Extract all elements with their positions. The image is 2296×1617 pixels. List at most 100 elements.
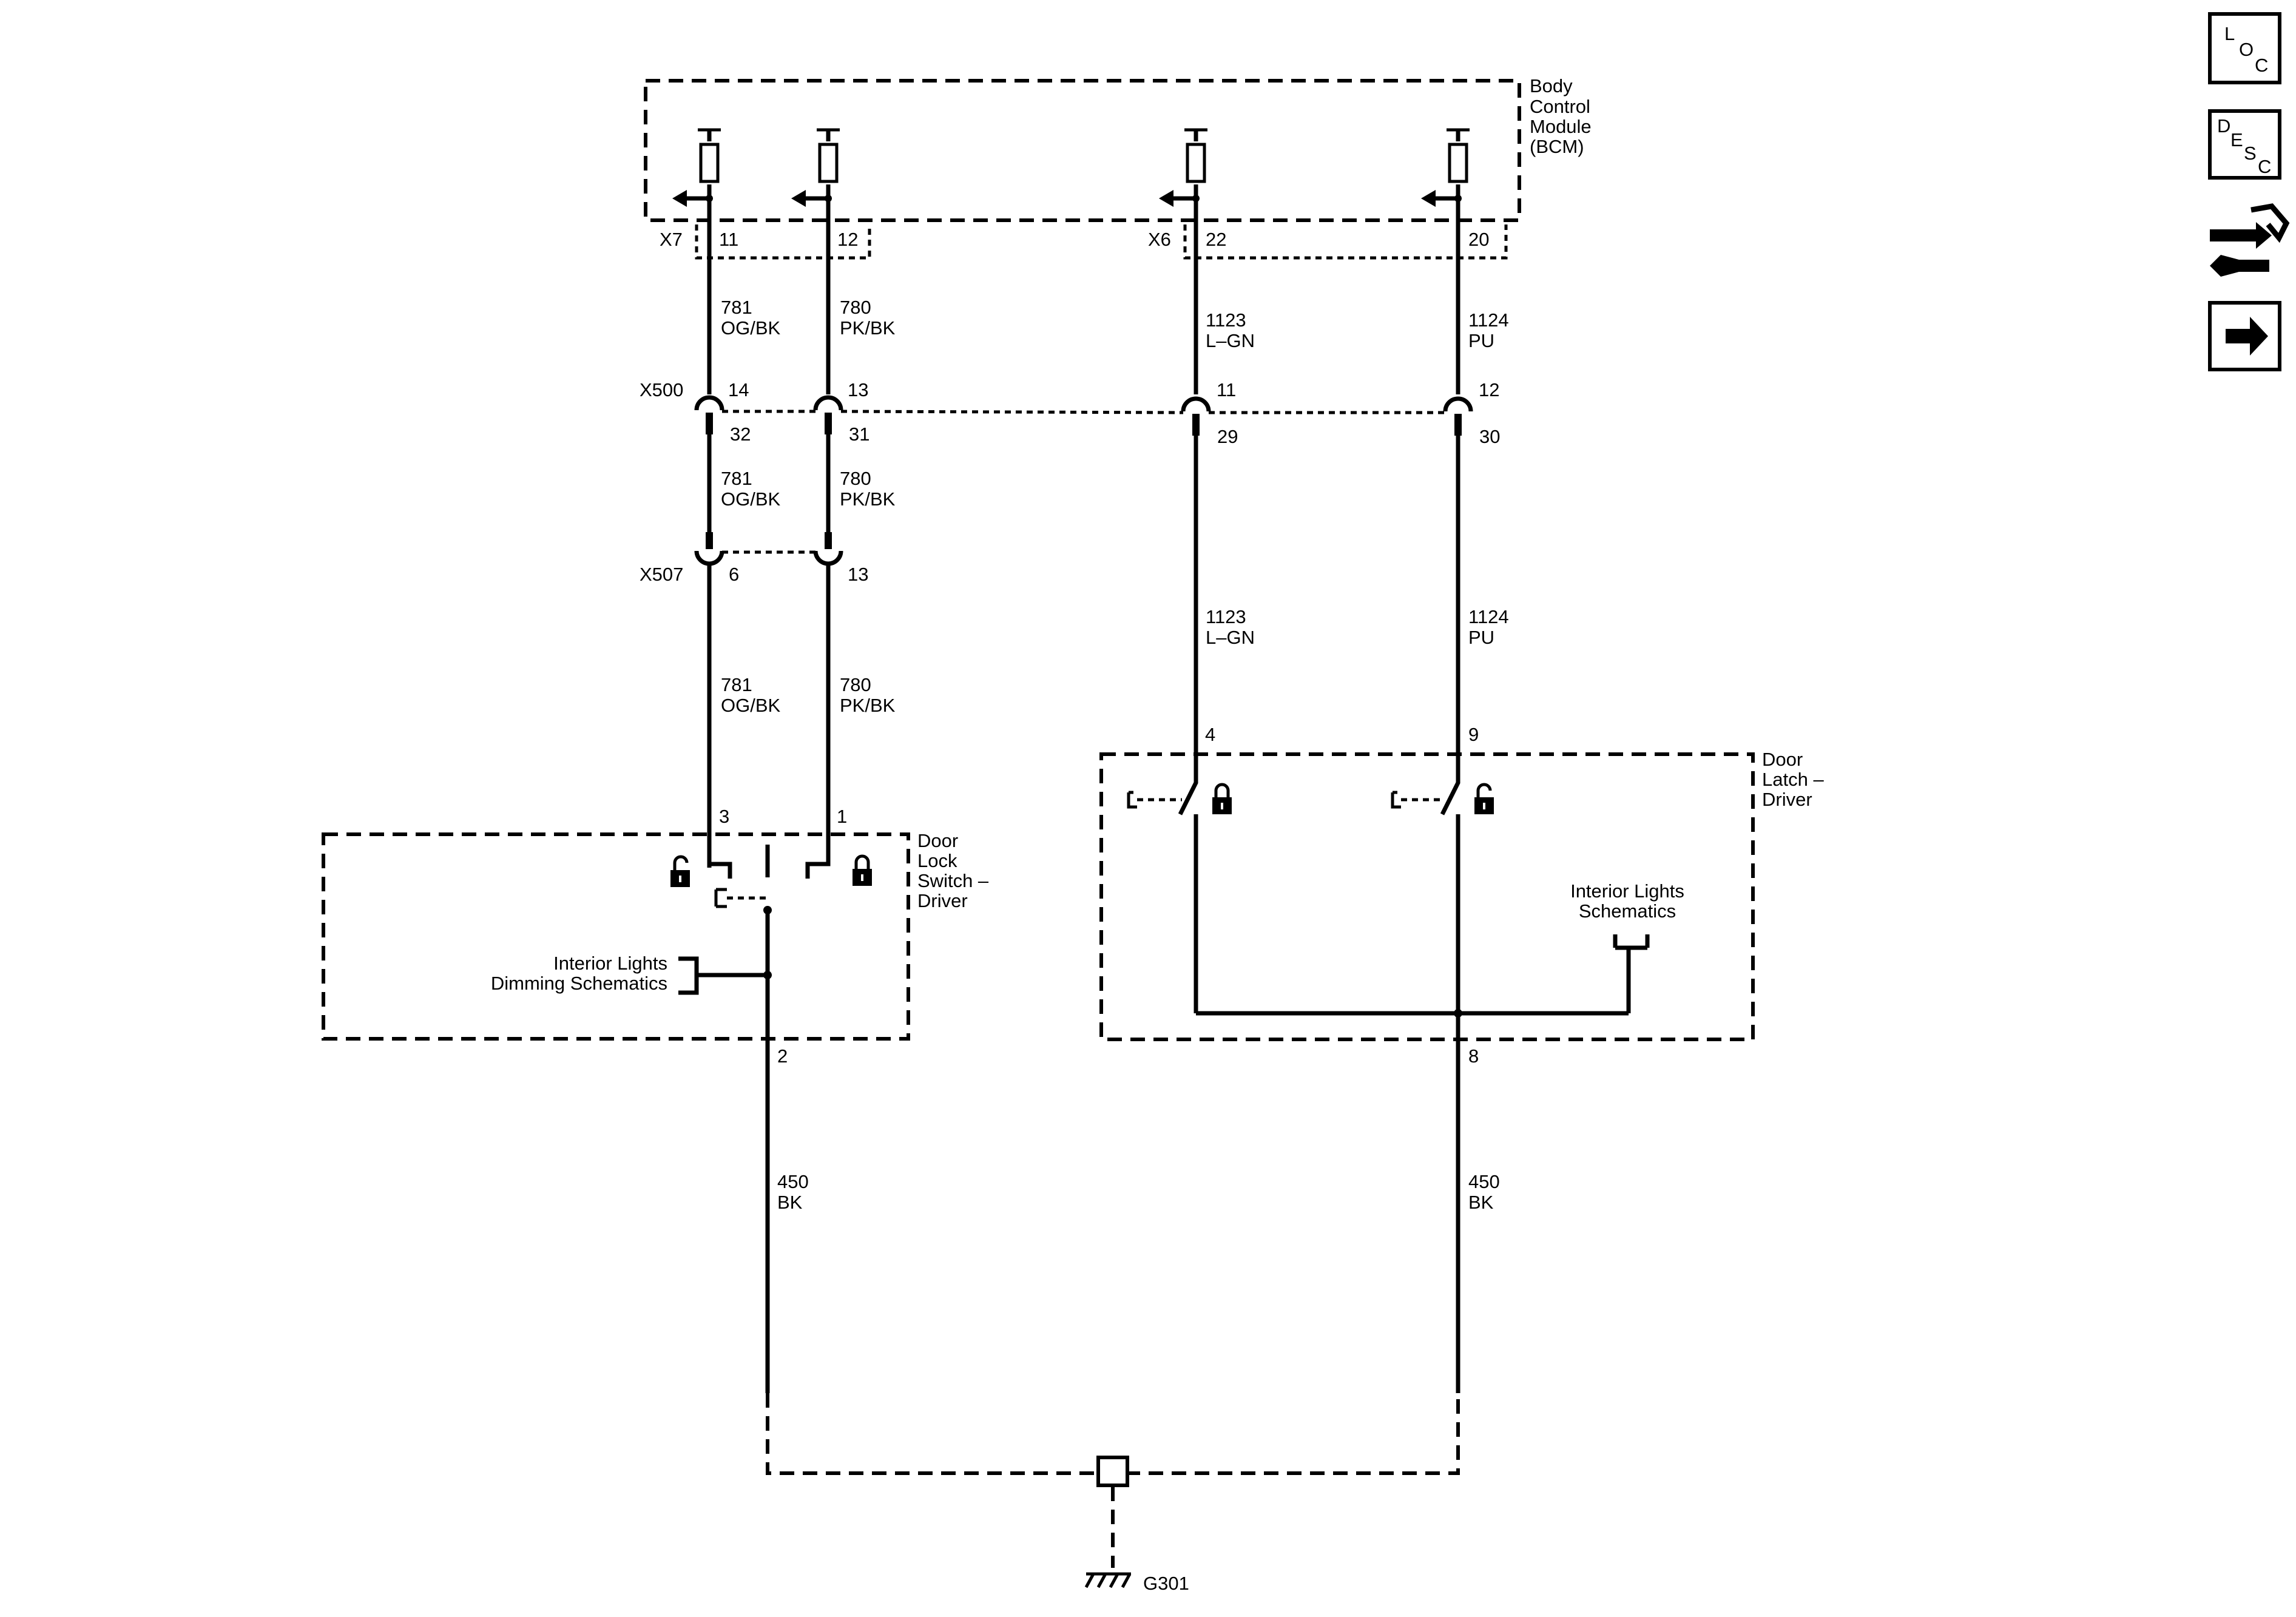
x507-female-780 (813, 550, 843, 566)
wire-1124-color-a: PU (1468, 330, 1494, 351)
wire-1123-color-b: L–GN (1206, 627, 1255, 648)
pin-x507-13: 13 (848, 564, 868, 585)
bcm-label-3: Module (1530, 116, 1592, 137)
door-lock-switch-module: Door Lock Switch – Driver 3 1 Interior L… (322, 806, 989, 1067)
wire-781-color-b: OG/BK (721, 488, 781, 510)
pin-x500-12: 12 (1479, 379, 1499, 400)
wire-450-circuit-right: 450 (1468, 1171, 1500, 1192)
wire-780-color-b: PK/BK (840, 488, 896, 510)
pin-sw-3: 3 (719, 806, 729, 827)
pin-x500-13: 13 (848, 379, 868, 400)
locked-padlock-icon (853, 854, 872, 886)
ground-g301: G301 (766, 1393, 1460, 1594)
connector-x507-label: X507 (640, 564, 683, 585)
pin-x500-30: 30 (1479, 426, 1500, 447)
wire-1124-color-b: PU (1468, 627, 1494, 648)
loc-letter-o: O (2239, 39, 2254, 60)
desc-letter-s: S (2244, 143, 2257, 164)
dimming-ref-line2: Dimming Schematics (491, 973, 667, 994)
desc-letter-c: C (2258, 156, 2271, 177)
x500-female-1123 (1181, 396, 1211, 412)
door-latch-label-1: Door (1762, 749, 1803, 770)
wire-1123-circuit-b: 1123 (1206, 606, 1246, 627)
pin-sw-2: 2 (777, 1045, 788, 1067)
wire-450-color-right: BK (1468, 1192, 1494, 1213)
pin-x500-14: 14 (728, 379, 749, 400)
connector-x6: X6 22 20 (1148, 224, 1508, 260)
pin-x500-29: 29 (1217, 426, 1238, 447)
wire-781-color-a: OG/BK (721, 317, 781, 339)
door-lock-switch-label-2: Lock (917, 850, 957, 871)
dimming-ref-line1: Interior Lights (553, 953, 667, 974)
loc-letter-l: L (2224, 23, 2235, 44)
bcm-module: Body Control Module (BCM) (644, 75, 1592, 222)
ground-symbol-icon (1084, 1572, 1132, 1588)
wire-780-circuit-c: 780 (840, 674, 871, 695)
bcm-label-2: Control (1530, 96, 1590, 117)
wire-1124-circuit-a: 1124 (1468, 309, 1509, 331)
x500-female-780 (813, 395, 843, 411)
interior-ref-line1: Interior Lights (1570, 880, 1684, 902)
door-lock-switch-outline (322, 832, 910, 1041)
pin-latch-4: 4 (1205, 724, 1215, 745)
connector-x6-label: X6 (1148, 229, 1171, 250)
pin-x7-11: 11 (719, 229, 738, 250)
bcm-input-1124 (1421, 128, 1470, 207)
connector-x507: X507 6 13 (640, 532, 868, 585)
pin-x507-6: 6 (729, 564, 739, 585)
latch-unlocked-padlock-icon (1474, 783, 1494, 814)
connector-x500-label: X500 (640, 379, 683, 400)
wire-780-circuit-a: 780 (840, 297, 871, 318)
desc-button[interactable]: D E S C (2208, 109, 2281, 180)
bcm-outline (644, 79, 1521, 222)
wire-781-circuit-a: 781 (721, 297, 752, 318)
bcm-label-4: (BCM) (1530, 136, 1584, 157)
door-latch-outline (1099, 752, 1755, 1041)
ground-splice (1096, 1456, 1129, 1487)
desc-letter-e: E (2230, 129, 2243, 150)
wire-450-circuit-left: 450 (777, 1171, 809, 1192)
bcm-input-1123 (1159, 128, 1207, 207)
door-lock-switch-label-3: Switch – (917, 870, 989, 891)
interior-ref-line2: Schematics (1579, 900, 1676, 922)
wire-1123-color-a: L–GN (1206, 330, 1255, 351)
bcm-input-780 (791, 128, 840, 207)
connector-x7-label: X7 (660, 229, 683, 250)
pin-latch-8: 8 (1468, 1045, 1479, 1067)
pin-sw-1: 1 (837, 806, 847, 827)
wire-781-color-c: OG/BK (721, 695, 781, 716)
x500-female-781 (694, 395, 724, 411)
door-latch-label-3: Driver (1762, 789, 1812, 810)
bcm-input-781 (672, 128, 721, 207)
desc-letter-d: D (2217, 115, 2230, 137)
latch-locked-padlock-icon (1212, 783, 1232, 814)
wire-1123-circuit-a: 1123 (1206, 309, 1246, 331)
wire-780-color-c: PK/BK (840, 695, 896, 716)
ground-label: G301 (1143, 1573, 1189, 1594)
connector-x500: X500 14 13 11 12 32 31 29 30 (640, 379, 1500, 447)
pin-x500-11: 11 (1217, 379, 1236, 400)
dimming-ref-bracket (678, 956, 768, 995)
unlocked-padlock-icon (670, 855, 690, 887)
pin-x7-12: 12 (837, 229, 858, 250)
wire-781-circuit-c: 781 (721, 674, 752, 695)
door-latch-module: Door Latch – Driver 4 9 Interior Lights … (1099, 724, 1824, 1067)
pin-latch-9: 9 (1468, 724, 1479, 745)
pin-x6-20: 20 (1468, 229, 1489, 250)
door-lock-switch-label-1: Door (917, 830, 958, 851)
wire-780-color-a: PK/BK (840, 317, 896, 339)
pin-x6-22: 22 (1206, 229, 1226, 250)
door-latch-label-2: Latch – (1762, 769, 1824, 790)
connector-x7: X7 11 12 (660, 224, 871, 260)
wire-781-circuit-b: 781 (721, 468, 752, 489)
pin-x500-31: 31 (849, 424, 869, 445)
loc-letter-c: C (2255, 55, 2268, 76)
connector-end-view-icon[interactable] (2210, 203, 2290, 277)
loc-button[interactable]: L O C (2208, 12, 2281, 84)
x507-female-781 (694, 550, 724, 566)
x500-female-1124 (1443, 396, 1473, 412)
wire-450-color-left: BK (777, 1192, 803, 1213)
arrow-right-icon[interactable] (2208, 301, 2281, 371)
wire-780-circuit-b: 780 (840, 468, 871, 489)
